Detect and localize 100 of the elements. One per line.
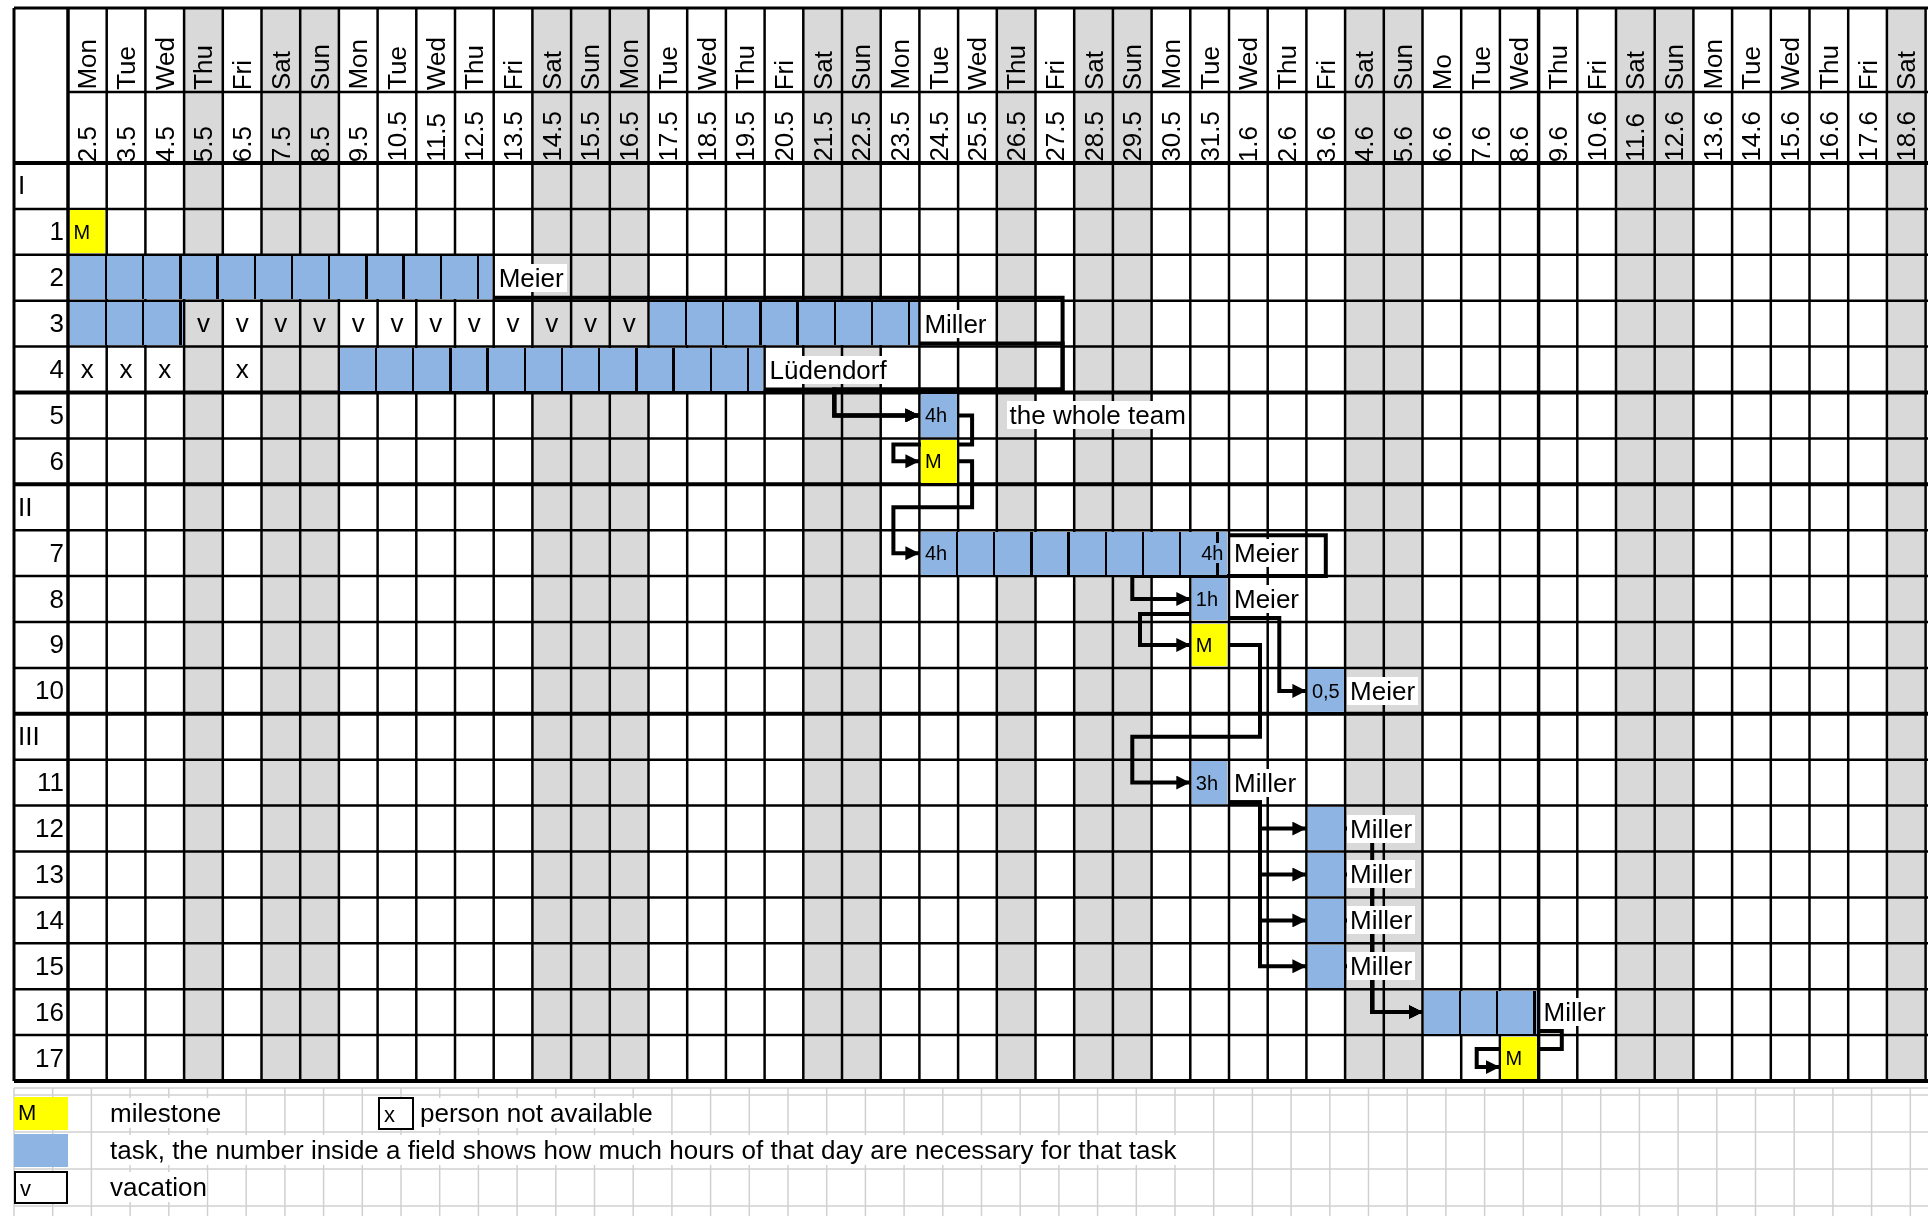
day-name: Sun	[1390, 42, 1417, 90]
vacation-mark: v	[545, 308, 559, 340]
row-number: 11	[37, 767, 64, 799]
day-name: Tue	[654, 45, 681, 90]
date: 2.6	[1274, 124, 1301, 162]
day-name: Sat	[267, 49, 294, 90]
day-name: Thu	[1815, 44, 1842, 90]
date: 12.6	[1661, 110, 1688, 162]
vacation-mark: v	[274, 308, 288, 340]
day-name: Wed	[964, 36, 991, 90]
vacation-mark: v	[390, 308, 404, 340]
arrow	[764, 387, 920, 423]
date: 6.6	[1428, 124, 1455, 162]
day-name: Mon	[616, 38, 643, 90]
day-name: Fri	[500, 58, 527, 90]
date: 7.5	[267, 124, 294, 162]
date: 18.6	[1893, 110, 1920, 162]
date: 15.5	[577, 110, 604, 162]
date: 13.6	[1699, 110, 1726, 162]
legend-text: person not available	[420, 1098, 653, 1128]
day-name: Sun	[1661, 42, 1688, 90]
date: 17.5	[654, 110, 681, 162]
task-bar	[1307, 807, 1344, 850]
assignee-name: Meier	[1347, 676, 1419, 705]
vacation-mark: v	[622, 308, 636, 340]
date: 10.5	[383, 110, 410, 162]
date: 28.5	[1080, 110, 1107, 162]
day-name: Fri	[1041, 58, 1068, 90]
date: 13.5	[500, 110, 527, 162]
date: 6.5	[229, 124, 256, 162]
day-name: Sun	[1119, 42, 1146, 90]
date: 31.5	[1196, 110, 1223, 162]
day-name: Wed	[1506, 36, 1533, 90]
vacation-mark: v	[429, 308, 443, 340]
task-bar	[340, 348, 764, 391]
arrow	[1130, 533, 1328, 606]
day-name: Tue	[925, 45, 952, 90]
date: 29.5	[1119, 110, 1146, 162]
arrow	[1138, 612, 1191, 652]
day-name: Thu	[1274, 44, 1301, 90]
vacation-mark: v	[467, 308, 481, 340]
date: 4.5	[151, 124, 178, 162]
day-name: Thu	[190, 44, 217, 90]
section-label: III	[18, 721, 40, 753]
date: 9.6	[1544, 124, 1571, 162]
date: 12.5	[461, 110, 488, 162]
row-number: 15	[35, 950, 64, 982]
day-name: Sat	[1893, 49, 1920, 90]
task-bar	[69, 302, 183, 346]
arrow	[1229, 616, 1307, 698]
day-name: Mon	[345, 38, 372, 90]
task-bar	[1424, 990, 1538, 1034]
day-name: Fri	[229, 58, 256, 90]
date: 17.6	[1854, 110, 1881, 162]
row-number: 7	[49, 537, 64, 569]
day-name: Thu	[732, 44, 759, 90]
date: 20.5	[770, 110, 797, 162]
day-name: Mon	[74, 38, 101, 90]
date: 11.6	[1622, 112, 1649, 162]
day-name: Sat	[538, 49, 565, 90]
legend-sample-letter: M	[18, 1100, 37, 1126]
date: 14.6	[1738, 110, 1765, 162]
row-number: 1	[49, 216, 64, 248]
day-name: Sat	[809, 49, 836, 90]
arrow	[891, 459, 975, 561]
date: 24.5	[925, 110, 952, 162]
legend-sample-letter: x	[384, 1102, 395, 1128]
date: 23.5	[887, 110, 914, 162]
date: 16.5	[616, 110, 643, 162]
vacation-mark: v	[196, 308, 210, 340]
date: 4.6	[1351, 124, 1378, 162]
day-name: Sun	[577, 42, 604, 90]
day-name: Sat	[1622, 49, 1649, 90]
date: 3.5	[113, 124, 140, 162]
date: 16.6	[1815, 110, 1842, 162]
legend-sample-letter: v	[20, 1176, 31, 1202]
row-number: 10	[35, 675, 64, 707]
row-number: 16	[35, 996, 64, 1028]
day-name: Tue	[383, 45, 410, 90]
date: 8.5	[306, 124, 333, 162]
row-number: 13	[35, 858, 64, 890]
row-number: 12	[35, 813, 64, 845]
date: 21.5	[809, 110, 836, 162]
day-name: Fri	[770, 58, 797, 90]
arrow	[1474, 1029, 1564, 1075]
task-bar	[650, 302, 918, 346]
date: 22.5	[848, 110, 875, 162]
vacation-mark: v	[583, 308, 597, 340]
date: 10.6	[1583, 110, 1610, 162]
date: 1.6	[1235, 124, 1262, 162]
vacation-mark: v	[235, 308, 249, 340]
task-bar	[1307, 669, 1344, 713]
day-name: Wed	[151, 36, 178, 90]
day-name: Wed	[422, 36, 449, 90]
day-name: Sat	[1080, 49, 1107, 90]
day-name: Mo	[1428, 52, 1455, 90]
task-bar	[1191, 577, 1228, 621]
hours-value: 4h	[1199, 543, 1226, 564]
row-number: 9	[49, 629, 64, 661]
day-name: Thu	[1544, 44, 1571, 90]
